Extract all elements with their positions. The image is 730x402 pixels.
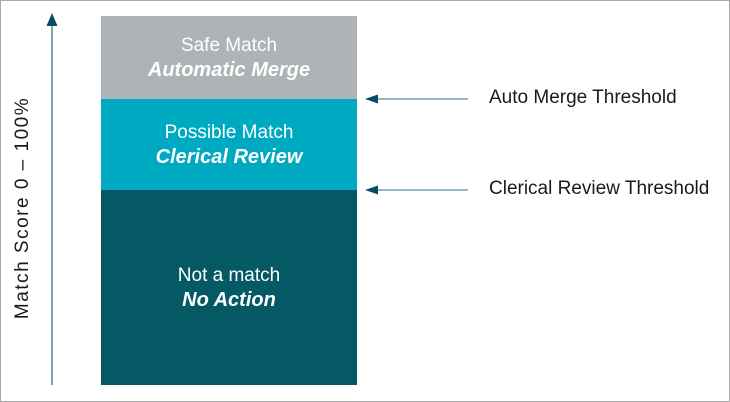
y-axis-arrow (46, 13, 58, 385)
band-safe-match-title: Safe Match (180, 34, 278, 56)
band-possible-match-title: Possible Match (164, 121, 294, 143)
auto-merge-threshold-arrow (365, 94, 468, 104)
band-not-a-match-title: Not a match (177, 264, 281, 286)
band-possible-match-action: Clerical Review (155, 145, 303, 168)
band-possible-match: Possible Match Clerical Review (101, 99, 357, 190)
y-axis-arrowhead-icon (46, 13, 58, 26)
band-not-a-match: Not a match No Action (101, 190, 357, 385)
y-axis-label: Match Score 0 – 100% (12, 96, 33, 320)
left-arrowhead-icon (365, 94, 378, 104)
clerical-review-threshold-label: Clerical Review Threshold (489, 178, 710, 199)
clerical-review-threshold-arrow (365, 185, 468, 195)
auto-merge-threshold-label: Auto Merge Threshold (489, 87, 677, 108)
band-not-a-match-action: No Action (182, 288, 276, 311)
band-safe-match: Safe Match Automatic Merge (101, 16, 357, 99)
left-arrowhead-icon (365, 185, 378, 195)
band-safe-match-action: Automatic Merge (147, 58, 311, 81)
